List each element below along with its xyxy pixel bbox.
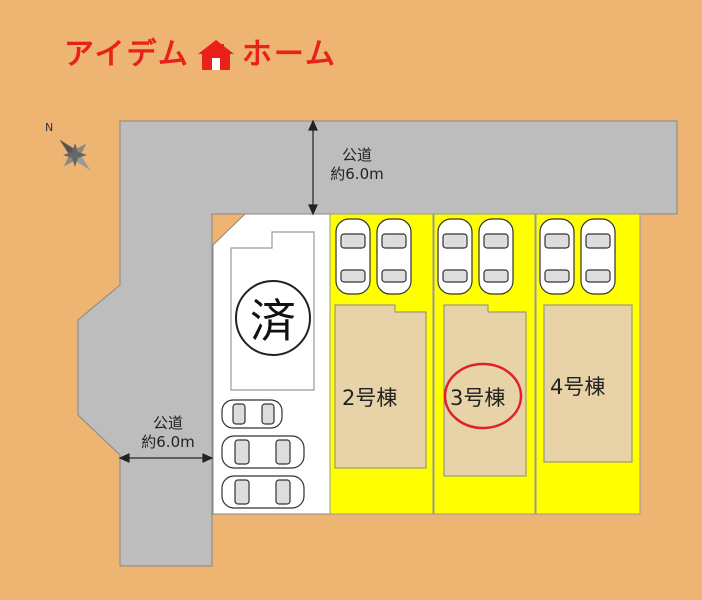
- car-sold-c: [221, 475, 305, 509]
- parked-cars: [221, 218, 616, 509]
- car-lot2-b: [376, 218, 412, 295]
- lot-3-building: [443, 304, 527, 477]
- car-sold-b: [221, 435, 305, 469]
- house-logo-icon: [196, 38, 236, 72]
- compass-letter: N: [45, 121, 54, 134]
- brand-logo: アイデム ホーム: [64, 32, 337, 78]
- road-label-top-line2: 約6.0m: [330, 165, 384, 183]
- logo-text-left: アイデム: [64, 37, 190, 72]
- car-lot4-b: [580, 218, 616, 295]
- logo-text-right: ホーム: [241, 37, 338, 72]
- road-label-left-line2: 約6.0m: [141, 433, 195, 451]
- sold-mark: 済: [235, 280, 311, 356]
- road-label-left: 公道 約6.0m: [128, 414, 208, 452]
- sold-house-outline: [230, 231, 315, 391]
- lot-2-building: [334, 304, 427, 469]
- lot-2-label: 2号棟: [342, 386, 398, 410]
- car-lot3-a: [437, 218, 473, 295]
- car-sold-a: [221, 399, 283, 429]
- compass-north-icon: [59, 139, 91, 171]
- lot-4-building: [543, 304, 633, 463]
- road-area: [77, 120, 678, 567]
- car-lot2-a: [335, 218, 371, 295]
- road-label-left-line1: 公道: [152, 414, 183, 432]
- road-width-arrow-left: [118, 453, 214, 463]
- car-lot4-a: [539, 218, 575, 295]
- lot-4-label: 4号棟: [550, 375, 606, 399]
- car-lot3-b: [478, 218, 514, 295]
- highlight-circle: [443, 362, 523, 430]
- lot-3-label: 3号棟: [450, 386, 506, 410]
- road-width-arrow-top: [308, 119, 318, 216]
- road-label-top: 公道 約6.0m: [320, 146, 394, 184]
- road-label-top-line1: 公道: [341, 146, 372, 164]
